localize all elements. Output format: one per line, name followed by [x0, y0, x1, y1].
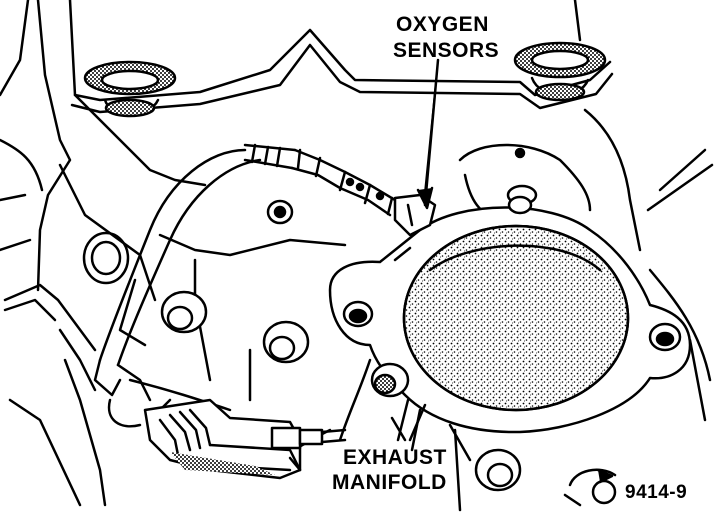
- figure-number: 9414-9: [625, 482, 688, 503]
- grommet-left: [83, 60, 177, 118]
- callout-exhaust: EXHAUST: [343, 446, 447, 469]
- engine-block: [0, 0, 347, 507]
- sensor-wire-harness: [58, 143, 297, 428]
- leader-lines: [390, 58, 440, 442]
- callout-oxygen: OXYGEN: [396, 13, 489, 36]
- bolt-heads: [160, 290, 522, 492]
- callout-sensors: SENSORS: [393, 39, 500, 62]
- callout-manifold: MANIFOLD: [332, 471, 447, 494]
- grommet-right: [513, 41, 607, 102]
- connector-shading: [170, 452, 275, 475]
- figure-mark: [563, 468, 617, 507]
- exhaust-flange: [328, 195, 692, 434]
- oxygen-sensor-upper: [290, 148, 437, 237]
